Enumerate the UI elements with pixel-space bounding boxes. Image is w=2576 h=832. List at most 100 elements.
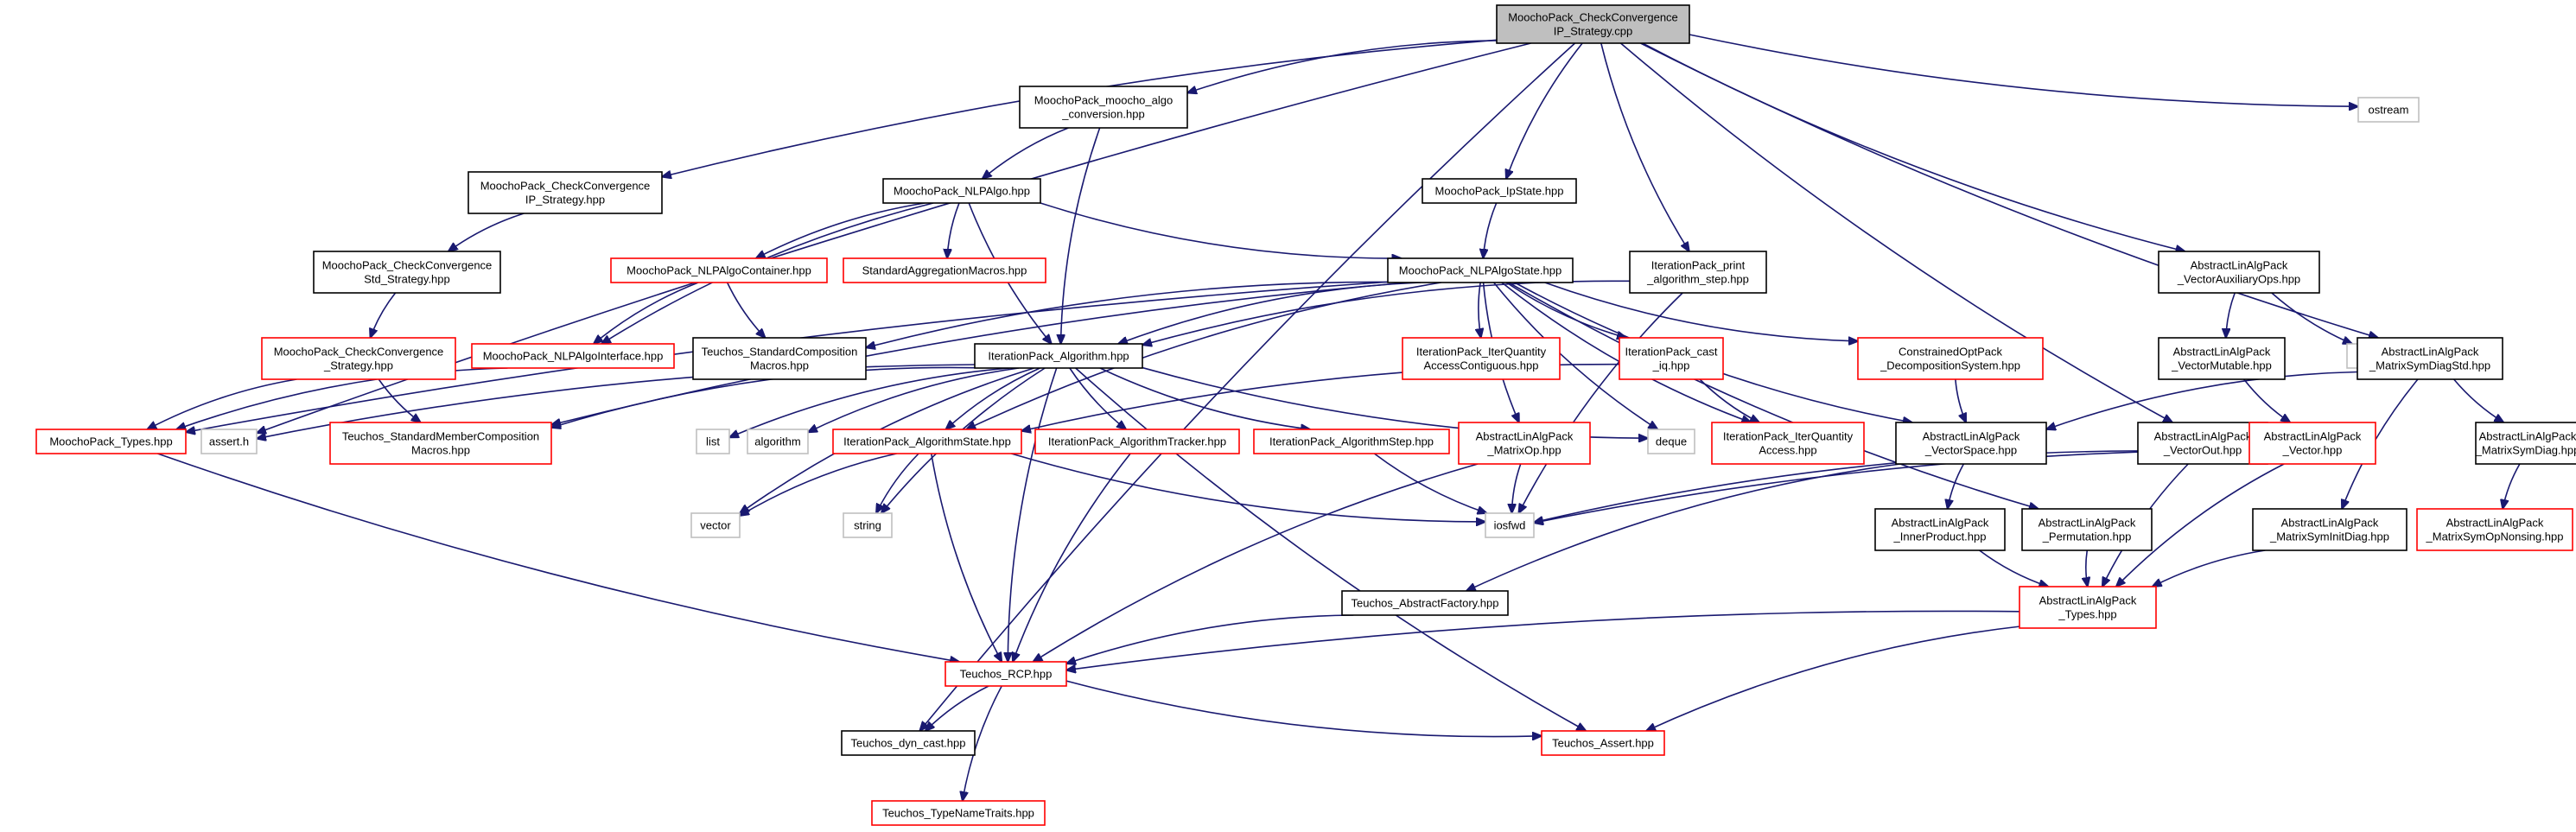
- edge-nlpalgo-to-nlpalgo-container: [756, 202, 925, 258]
- node-box: [841, 730, 976, 756]
- node-algorithm[interactable]: algorithm: [747, 429, 809, 454]
- node-vector-space[interactable]: AbstractLinAlgPack_VectorSpace.hpp: [1895, 422, 2047, 465]
- edge-inner-product-to-alap-types: [1979, 549, 2049, 587]
- node-nlpalgo-container[interactable]: MoochoPack_NLPAlgoContainer.hpp: [610, 257, 828, 283]
- edge-vector-aux-ops-to-utility: [2271, 292, 2352, 344]
- node-iterq-access-contig[interactable]: IterationPack_IterQuantityAccessContiguo…: [1402, 337, 1561, 380]
- node-label: AbstractLinAlgPack: [2264, 430, 2362, 443]
- edge-matrix-sym-diag-to-matrix-sym-op-nonsing: [2503, 463, 2521, 509]
- node-algo-state[interactable]: IterationPack_AlgorithmState.hpp: [832, 429, 1022, 454]
- node-algo-tracker[interactable]: IterationPack_AlgorithmTracker.hpp: [1034, 429, 1240, 454]
- node-label: string: [854, 519, 881, 532]
- edge-root-to-matrix-sym-diag-std: [1640, 42, 2378, 338]
- node-label: Teuchos_AbstractFactory.hpp: [1351, 597, 1498, 610]
- edge-nlpalgostate-to-algo-state: [966, 282, 1441, 429]
- node-deque[interactable]: deque: [1647, 429, 1695, 454]
- node-cc-ip-hpp[interactable]: MoochoPack_CheckConvergenceIP_Strategy.h…: [467, 171, 663, 214]
- node-box: [747, 429, 809, 454]
- node-std-aggregation[interactable]: StandardAggregationMacros.hpp: [843, 257, 1046, 283]
- node-box: [2019, 586, 2157, 629]
- node-root[interactable]: MoochoPack_CheckConvergenceIP_Strategy.c…: [1496, 4, 1690, 44]
- node-label: Teuchos_StandardMemberComposition: [342, 430, 539, 443]
- node-box: [974, 343, 1143, 369]
- node-algo-step[interactable]: IterationPack_AlgorithmStep.hpp: [1253, 429, 1450, 454]
- edge-iter-algorithm-to-rcp: [1008, 367, 1058, 662]
- node-teuchos-assert[interactable]: Teuchos_Assert.hpp: [1541, 730, 1665, 756]
- node-box: [2357, 97, 2420, 123]
- node-string[interactable]: string: [843, 512, 893, 538]
- node-rcp[interactable]: Teuchos_RCP.hpp: [945, 661, 1067, 687]
- node-permutation[interactable]: AbstractLinAlgPack_Permutation.hpp: [2021, 508, 2153, 551]
- node-label: IterationPack_AlgorithmState.hpp: [843, 435, 1011, 448]
- node-label: Macros.hpp: [411, 444, 470, 457]
- node-dyn-cast[interactable]: Teuchos_dyn_cast.hpp: [841, 730, 976, 756]
- node-list[interactable]: list: [696, 429, 730, 454]
- node-label: IP_Strategy.hpp: [525, 194, 605, 206]
- node-type-name-traits[interactable]: Teuchos_TypeNameTraits.hpp: [871, 800, 1046, 826]
- edge-cc-ip-hpp-to-cc-std: [448, 213, 525, 251]
- node-cc-strategy[interactable]: MoochoPack_CheckConvergence_Strategy.hpp: [261, 337, 456, 380]
- node-label: AbstractLinAlgPack: [2039, 594, 2137, 607]
- edge-algo-state-to-vector: [740, 453, 897, 516]
- node-label: _VectorSpace.hpp: [1924, 444, 2017, 457]
- node-moocho-algo-conv[interactable]: MoochoPack_moocho_algo_conversion.hpp: [1019, 86, 1188, 129]
- node-iosfwd[interactable]: iosfwd: [1485, 512, 1535, 538]
- node-matrix-sym-init-diag[interactable]: AbstractLinAlgPack_MatrixSymInitDiag.hpp: [2252, 508, 2407, 551]
- node-label: AbstractLinAlgPack: [2039, 517, 2136, 530]
- edge-rcp-to-type-name-traits: [963, 685, 1002, 801]
- node-box: [467, 171, 663, 214]
- node-cast-iq[interactable]: IterationPack_cast_iq.hpp: [1619, 337, 1724, 380]
- node-alap-types[interactable]: AbstractLinAlgPack_Types.hpp: [2019, 586, 2157, 629]
- node-iter-algorithm[interactable]: IterationPack_Algorithm.hpp: [974, 343, 1143, 369]
- edge-iter-algorithm-to-algo-state: [945, 367, 1040, 429]
- node-vector-out[interactable]: AbstractLinAlgPack_VectorOut.hpp: [2137, 422, 2268, 465]
- node-print-algo-step[interactable]: IterationPack_print_algorithm_step.hpp: [1629, 251, 1767, 294]
- node-label: _Types.hpp: [2058, 608, 2116, 621]
- node-label: Teuchos_Assert.hpp: [1552, 737, 1654, 750]
- edge-vector-space-to-inner-product: [1948, 463, 1965, 509]
- node-matrix-op[interactable]: AbstractLinAlgPack_MatrixOp.hpp: [1458, 422, 1591, 465]
- node-label: _VectorMutable.hpp: [2171, 359, 2272, 372]
- node-label: vector: [700, 519, 731, 532]
- node-ostream[interactable]: ostream: [2357, 97, 2420, 123]
- node-moocho-types[interactable]: MoochoPack_Types.hpp: [35, 429, 187, 454]
- edge-matrix-op-to-iosfwd: [1512, 463, 1522, 513]
- node-nlpalgostate[interactable]: MoochoPack_NLPAlgoState.hpp: [1387, 257, 1574, 283]
- node-std-member-comp[interactable]: Teuchos_StandardMemberCompositionMacros.…: [329, 422, 552, 465]
- node-label: _MatrixSymDiag.hpp: [2475, 444, 2576, 457]
- node-box: [2158, 251, 2320, 294]
- node-ipstate[interactable]: MoochoPack_IpState.hpp: [1422, 178, 1577, 204]
- node-matrix-sym-diag[interactable]: AbstractLinAlgPack_MatrixSymDiag.hpp: [2475, 422, 2576, 465]
- node-label: AbstractLinAlgPack: [2154, 430, 2252, 443]
- node-assert-h[interactable]: assert.h: [200, 429, 258, 454]
- edge-algo-state-to-rcp: [930, 453, 1002, 662]
- node-vector-hpp[interactable]: AbstractLinAlgPack_Vector.hpp: [2248, 422, 2376, 465]
- node-nlpalgo-interface[interactable]: MoochoPack_NLPAlgoInterface.hpp: [471, 343, 675, 369]
- node-label: iosfwd: [1494, 519, 1526, 532]
- node-box: [313, 251, 501, 294]
- node-matrix-sym-op-nonsing[interactable]: AbstractLinAlgPack_MatrixSymOpNonsing.hp…: [2416, 508, 2573, 551]
- node-box: [1496, 4, 1690, 44]
- node-box: [2357, 337, 2503, 380]
- node-vector-mutable[interactable]: AbstractLinAlgPack_VectorMutable.hpp: [2158, 337, 2286, 380]
- node-nlpalgo[interactable]: MoochoPack_NLPAlgo.hpp: [882, 178, 1041, 204]
- edge-alap-types-to-rcp: [1066, 610, 2020, 670]
- node-label: Teuchos_RCP.hpp: [960, 668, 1053, 681]
- edge-nlpalgostate-to-cast-iq: [1505, 282, 1626, 338]
- node-vector-aux-ops[interactable]: AbstractLinAlgPack_VectorAuxiliaryOps.hp…: [2158, 251, 2320, 294]
- edge-root-to-print-algo-step: [1600, 42, 1689, 251]
- node-vector[interactable]: vector: [690, 512, 741, 538]
- edge-vector-hpp-to-alap-types: [2116, 463, 2285, 587]
- node-box: [2475, 422, 2576, 465]
- node-matrix-sym-diag-std[interactable]: AbstractLinAlgPack_MatrixSymDiagStd.hpp: [2357, 337, 2503, 380]
- node-cc-std[interactable]: MoochoPack_CheckConvergenceStd_Strategy.…: [313, 251, 501, 294]
- node-abstract-factory[interactable]: Teuchos_AbstractFactory.hpp: [1341, 590, 1509, 616]
- node-inner-product[interactable]: AbstractLinAlgPack_InnerProduct.hpp: [1874, 508, 2006, 551]
- node-box: [692, 337, 867, 380]
- edge-matrix-sym-diag-std-to-matrix-sym-diag: [2453, 378, 2504, 422]
- node-label: Teuchos_TypeNameTraits.hpp: [882, 807, 1034, 820]
- node-decomp-system[interactable]: ConstrainedOptPack_DecompositionSystem.h…: [1857, 337, 2044, 380]
- edge-iter-algorithm-to-algo-step: [1099, 367, 1310, 429]
